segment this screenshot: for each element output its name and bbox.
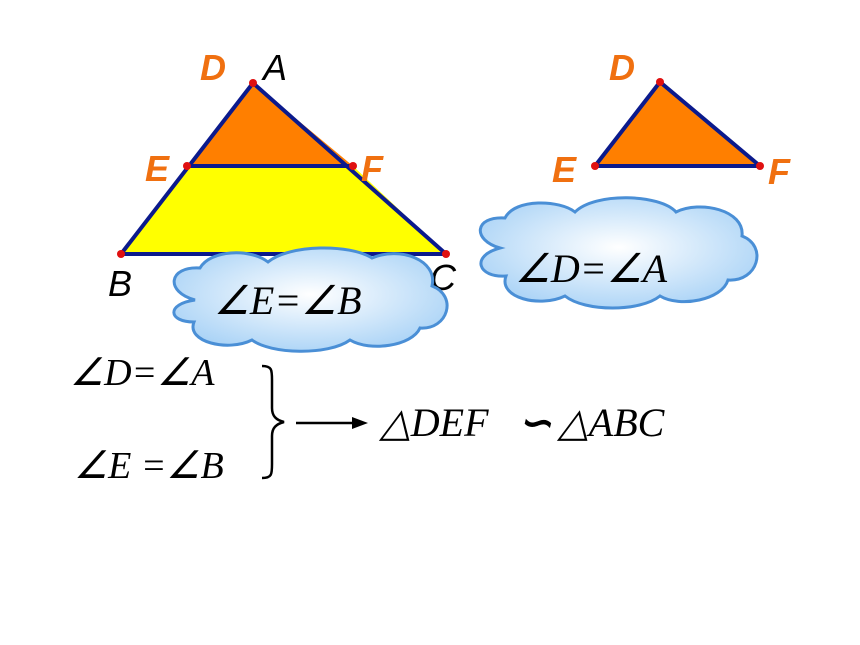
- similar-symbol: ∽: [518, 400, 552, 445]
- label-D-right: D: [609, 47, 635, 88]
- left-triangle-figure: D A E F B C: [108, 47, 457, 304]
- cloud-left: ∠E=∠B: [172, 246, 449, 353]
- vertex-F-dot: [349, 162, 357, 170]
- result-left: △DEF: [378, 400, 489, 445]
- triangle-AEF: [187, 83, 353, 166]
- cloud-right-text: ∠D=∠A: [515, 246, 668, 291]
- vertex-A-dot: [249, 79, 257, 87]
- label-A: A: [261, 47, 287, 88]
- right-triangle-figure: D E F: [552, 47, 791, 192]
- implies-arrowhead: [352, 417, 368, 429]
- right-brace: [261, 364, 285, 480]
- vertex-C-dot: [442, 250, 450, 258]
- vertex-E-dot: [183, 162, 191, 170]
- trapezoid-EFCB: [121, 166, 446, 254]
- result-right: △ABC: [556, 400, 666, 445]
- vertex-F-right-dot: [756, 162, 764, 170]
- condition-1: ∠D=∠A: [70, 352, 215, 394]
- label-B: B: [108, 263, 132, 304]
- vertex-B-dot: [117, 250, 125, 258]
- label-E-right: E: [552, 149, 577, 190]
- triangle-DEF: [593, 80, 762, 168]
- label-F-left: F: [361, 148, 384, 189]
- vertex-E-right-dot: [591, 162, 599, 170]
- label-D-left: D: [200, 47, 226, 88]
- vertex-D-right-dot: [656, 78, 664, 86]
- condition-2: ∠E =∠B: [74, 445, 224, 487]
- cloud-right-shape: [478, 196, 759, 310]
- cloud-right: ∠D=∠A: [478, 196, 759, 310]
- label-F-right: F: [768, 151, 791, 192]
- cloud-left-shape: [172, 246, 449, 353]
- conclusion-block: ∠D=∠A ∠E =∠B △DEF ∽ △ABC: [70, 352, 666, 487]
- cloud-left-text: ∠E=∠B: [214, 278, 362, 323]
- label-E-left: E: [145, 148, 170, 189]
